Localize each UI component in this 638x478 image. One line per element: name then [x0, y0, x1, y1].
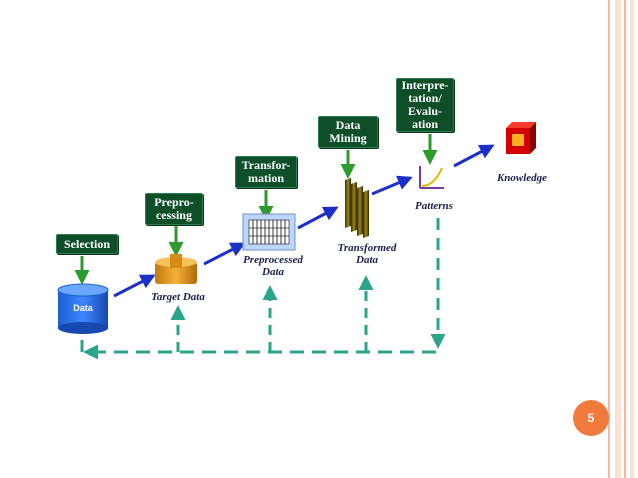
stage-selection: Selection	[56, 234, 118, 254]
patterns-icon	[416, 166, 446, 192]
data-label: Data	[73, 303, 93, 313]
arrow-data-to-target	[113, 274, 156, 298]
decor-stripe-2	[615, 0, 621, 478]
arrow-transformed-to-patterns	[371, 175, 413, 196]
stage-interpretation: Interpre- tation/ Evalu- ation	[396, 78, 454, 132]
transformed-data-icon	[345, 178, 369, 238]
decor-stripe-1	[608, 0, 610, 478]
data-cylinder-icon	[57, 283, 109, 334]
preprocessed-data-caption: Preprocessed Data	[243, 254, 303, 278]
preprocessed-data-icon	[242, 213, 296, 251]
stage-data-mining: Data Mining	[318, 116, 378, 148]
arrow-patterns-to-knowledge	[453, 144, 495, 168]
transformed-data-caption: Transformed Data	[337, 242, 397, 266]
knowledge-caption: Knowledge	[496, 172, 548, 184]
decor-stripe-4	[630, 0, 634, 478]
knowledge-cube-icon	[506, 122, 536, 154]
target-data-icon	[155, 254, 197, 284]
target-data-caption: Target Data	[151, 291, 205, 303]
stage-transformation: Transfor- mation	[235, 156, 297, 188]
page-number-badge: 5	[573, 400, 609, 436]
arrow-target-to-preprocessed	[203, 242, 246, 266]
stage-preprocessing: Prepro- cessing	[145, 193, 203, 225]
patterns-caption: Patterns	[415, 200, 453, 212]
decor-stripe-3	[624, 0, 626, 478]
arrow-preprocessed-to-transformed	[297, 206, 339, 230]
